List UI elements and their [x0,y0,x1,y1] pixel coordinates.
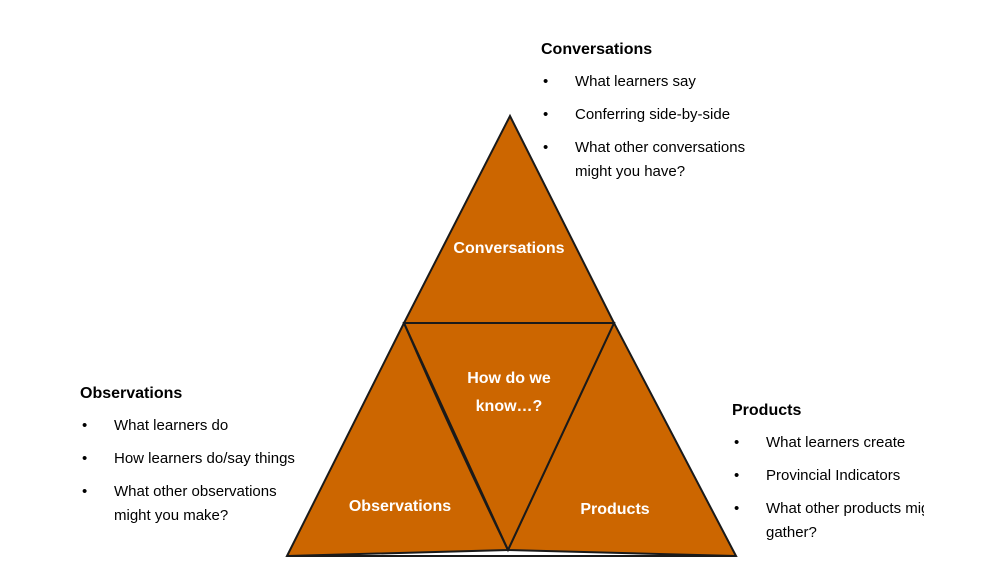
list-item: • What learners say [541,70,801,94]
list-item-text: What learners say [575,73,696,90]
bullet-icon: • [82,483,88,500]
bullet-icon: • [734,500,740,517]
left-curve-divider [403,322,509,551]
list-item: • What other conversations might you hav… [541,136,765,184]
observations-title: Observations [80,385,183,402]
bullet-icon: • [82,417,88,434]
observations-list: • What learners do • How learners do/say… [80,414,330,528]
list-item-text: What other observations might you make? [114,483,277,524]
conversations-panel: Conversations • What learners say • Conf… [541,40,801,193]
list-item-text: What learners do [114,417,229,434]
list-item-text: What learners create [766,434,906,451]
list-item: • Provincial Indicators [732,464,924,488]
list-item-text: What other products might you gather? [766,500,924,541]
left-triangle-label: Observations [349,498,451,515]
observations-panel: Observations • What learners do • How le… [80,384,330,537]
list-item-text: Conferring side-by-side [575,106,731,123]
products-panel: Products • What learners create • Provin… [732,401,924,554]
bullet-icon: • [543,139,549,156]
list-item: • How learners do/say things [80,447,330,471]
list-item-text: How learners do/say things [114,450,295,467]
bullet-icon: • [543,73,549,90]
top-triangle-label: Conversations [453,240,564,257]
list-item: • What learners do [80,414,330,438]
list-item-text: What other conversations might you have? [575,139,746,180]
bullet-icon: • [734,434,740,451]
bullet-icon: • [543,106,549,123]
products-title: Products [732,402,802,419]
center-triangle [402,322,616,553]
list-item: • What other products might you gather? [732,497,924,545]
bullet-icon: • [82,450,88,467]
list-item-text: Provincial Indicators [766,467,901,484]
right-triangle-label: Products [580,501,649,518]
center-triangle-label-line1: How do we [467,370,551,387]
conversations-title: Conversations [541,41,653,58]
list-item: • What learners create [732,431,924,455]
list-item: • What other observations might you make… [80,480,314,528]
center-triangle-label-line2: know…? [476,398,543,415]
conversations-list: • What learners say • Conferring side-by… [541,70,801,184]
products-list: • What learners create • Provincial Indi… [732,431,924,545]
list-item: • Conferring side-by-side [541,103,801,127]
bullet-icon: • [734,467,740,484]
